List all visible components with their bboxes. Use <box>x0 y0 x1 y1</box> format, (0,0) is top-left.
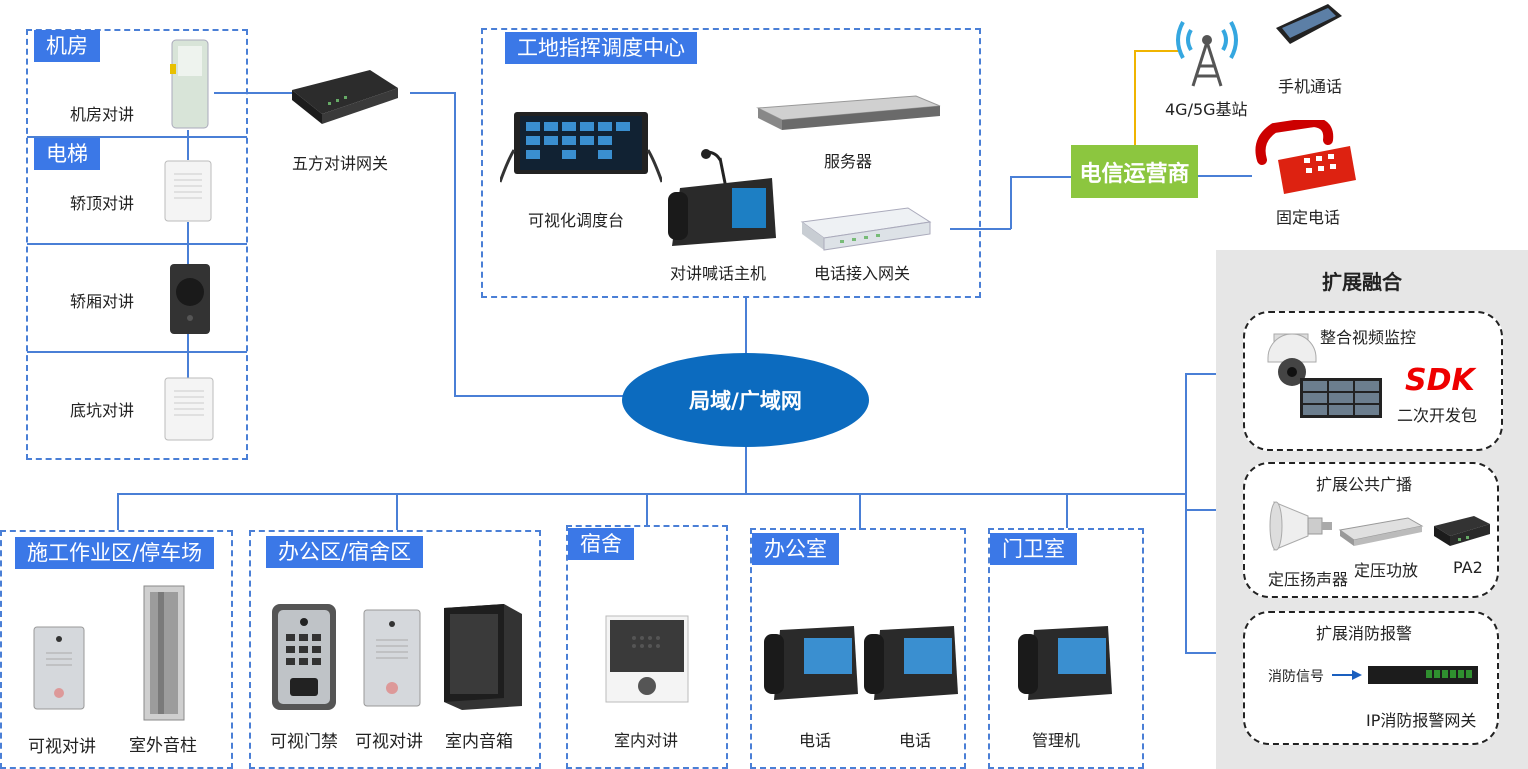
indoor-speaker-icon <box>442 602 524 716</box>
ptz-camera-icon <box>1264 332 1320 392</box>
indoor-intercom-icon <box>604 614 690 708</box>
speaker-panel-icon <box>164 160 212 226</box>
guard-item-1: 管理机 <box>1032 731 1081 750</box>
sdk-logo: SDK <box>1405 363 1475 398</box>
fire-gateway-icon <box>1366 664 1480 690</box>
zone-guard-box <box>988 528 1144 769</box>
office-dorm-item-3: 室内音箱 <box>445 732 513 752</box>
phone-gateway-icon <box>800 206 932 256</box>
dispatch-center-box <box>481 28 981 298</box>
video-wall-icon <box>1300 376 1382 424</box>
host-label: 对讲喊话主机 <box>670 264 767 283</box>
zone-office-box <box>750 528 966 769</box>
zone-office-dorm-box <box>249 530 541 769</box>
left-column-box <box>26 29 248 460</box>
fire-title: 扩展消防报警 <box>1316 624 1413 643</box>
car-intercom-icon <box>168 262 212 340</box>
base-station-label: 4G/5G基站 <box>1165 100 1248 119</box>
office-item-1: 电话 <box>799 731 832 750</box>
server-icon <box>756 94 942 138</box>
construction-item-2: 室外音柱 <box>129 736 197 756</box>
dorm-item-1: 室内对讲 <box>614 731 679 750</box>
dispatch-center-title: 工地指挥调度中心 <box>505 32 697 64</box>
video-intercom-icon <box>32 625 86 715</box>
fire-gateway-label: IP消防报警网关 <box>1366 711 1477 730</box>
desk-phone-host-icon <box>660 148 778 258</box>
network-node: 局域/广域网 <box>622 353 869 447</box>
zone-construction-tag: 施工作业区/停车场 <box>15 537 215 569</box>
dispatch-console-icon <box>498 110 664 188</box>
speaker-panel-icon <box>164 377 214 445</box>
server-label: 服务器 <box>824 152 873 171</box>
fire-signal-label: 消防信号 <box>1268 669 1324 685</box>
phone-gateway-label: 电话接入网关 <box>814 264 911 283</box>
arrow-right-icon <box>1332 667 1362 686</box>
wall-intercom-icon <box>168 38 212 134</box>
pa-device-icon <box>1432 514 1492 552</box>
gateway-device-icon <box>288 66 402 132</box>
construction-item-1: 可视对讲 <box>28 737 96 757</box>
car-top-label: 轿顶对讲 <box>70 194 135 213</box>
office-item-2: 电话 <box>899 731 932 750</box>
mobile-phone-icon <box>1272 2 1344 52</box>
access-control-icon <box>270 602 338 716</box>
zone-office-tag: 办公室 <box>752 533 839 565</box>
video-phone-icon <box>862 624 958 706</box>
zone-dorm-tag: 宿舍 <box>568 528 634 560</box>
carrier-node: 电信运营商 <box>1071 145 1198 198</box>
broadcast-title: 扩展公共广播 <box>1316 475 1413 494</box>
car-inside-label: 轿厢对讲 <box>70 292 135 311</box>
video-phone-icon <box>1016 624 1112 706</box>
console-label: 可视化调度台 <box>528 211 625 230</box>
mobile-label: 手机通话 <box>1278 77 1343 96</box>
extension-title: 扩展融合 <box>1322 270 1402 294</box>
office-dorm-item-1: 可视门禁 <box>270 732 338 752</box>
elevator-tag: 电梯 <box>34 138 100 170</box>
fixed-phone-icon <box>1254 116 1358 200</box>
base-station-icon <box>1175 12 1239 92</box>
video-phone-icon <box>762 624 858 706</box>
office-dorm-item-2: 可视对讲 <box>355 732 423 752</box>
outdoor-column-speaker-icon <box>138 584 194 726</box>
machine-room-label: 机房对讲 <box>70 105 135 124</box>
pit-label: 底坑对讲 <box>70 401 135 420</box>
gateway-label: 五方对讲网关 <box>292 154 389 173</box>
fixed-phone-label: 固定电话 <box>1276 208 1341 227</box>
pa-label: PA2 <box>1453 558 1483 577</box>
amplifier-icon <box>1338 516 1424 550</box>
amp-label: 定压功放 <box>1354 561 1419 580</box>
sdk-label: 二次开发包 <box>1397 406 1478 425</box>
video-intercom-icon <box>362 608 422 712</box>
video-title: 整合视频监控 <box>1320 328 1417 347</box>
machine-room-tag: 机房 <box>34 30 100 62</box>
horn-speaker-icon <box>1268 494 1334 562</box>
zone-construction-box <box>0 530 233 769</box>
zone-office-dorm-tag: 办公区/宿舍区 <box>266 536 424 568</box>
speaker-label: 定压扬声器 <box>1268 570 1349 589</box>
zone-dorm-box <box>566 525 728 769</box>
zone-guard-tag: 门卫室 <box>990 533 1077 565</box>
